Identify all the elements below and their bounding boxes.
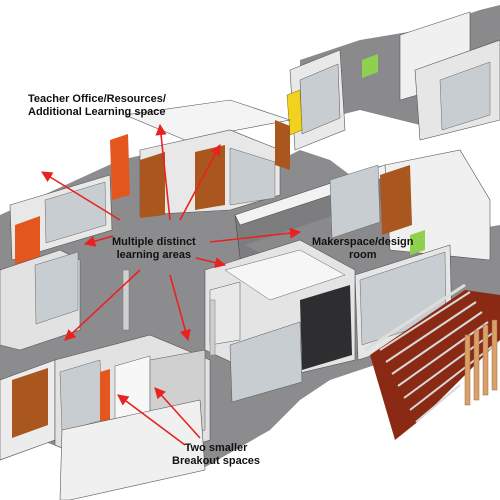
- office-glass: [229, 147, 276, 206]
- center-room-top: [224, 249, 346, 301]
- left-lower-glass: [34, 251, 79, 325]
- stair-timber-posts: [464, 319, 498, 406]
- yellow-unit: [286, 89, 303, 136]
- column-2: [209, 299, 216, 356]
- breakout-front: [59, 399, 206, 500]
- breakout-glass: [59, 359, 103, 433]
- breakout-timber: [12, 368, 48, 438]
- column-1: [122, 269, 130, 331]
- left-orange: [15, 216, 40, 270]
- label-breakout: Two smaller Breakout spaces: [172, 442, 260, 468]
- arrow-breakout-1: [117, 394, 186, 446]
- breakout-orange: [100, 369, 110, 423]
- maker-green: [410, 230, 425, 255]
- label-makerspace-line2: room: [349, 249, 377, 261]
- stair-rail: [364, 283, 466, 352]
- label-learning-areas-line2: learning areas: [116, 249, 192, 261]
- office-timber-2: [195, 145, 225, 210]
- arrow-left: [83, 235, 114, 247]
- label-teacher-office: Teacher Office/Resources/ Additional Lea…: [28, 93, 166, 119]
- arrow-right: [195, 257, 227, 269]
- arrows: [41, 123, 302, 446]
- office-timber-side: [275, 120, 290, 170]
- right-room-glass: [439, 61, 491, 131]
- label-makerspace: Makerspace/design room: [312, 236, 414, 262]
- label-breakout-line2: Breakout spaces: [172, 455, 261, 467]
- label-learning-areas-line1: Multiple distinct: [112, 236, 196, 248]
- label-teacher-office-line2: Additional Learning space: [28, 106, 166, 118]
- arrow-office-1: [155, 123, 171, 221]
- staircase: [370, 290, 500, 440]
- arrow-breakout-2: [154, 387, 201, 439]
- label-learning-areas: Multiple distinct learning areas: [112, 236, 196, 262]
- office-orange-wall: [110, 134, 130, 200]
- center-glass: [229, 321, 303, 403]
- label-makerspace-line1: Makerspace/design: [312, 236, 414, 248]
- label-breakout-line1: Two smaller: [184, 442, 248, 454]
- arrow-upper-left: [41, 171, 121, 221]
- arrow-lower-left: [64, 269, 141, 341]
- label-teacher-office-line1: Teacher Office/Resources/: [28, 93, 166, 105]
- green-panel-top: [362, 54, 378, 78]
- maker-glass: [329, 164, 381, 239]
- center-dark-wall: [300, 285, 352, 370]
- left-glass: [44, 181, 107, 244]
- maker-right-wall: [384, 149, 491, 261]
- arrow-down: [169, 274, 191, 342]
- office-timber-1: [140, 152, 165, 218]
- arrow-office-2: [179, 144, 221, 221]
- arrow-maker: [209, 227, 302, 243]
- maker-timber: [380, 165, 412, 235]
